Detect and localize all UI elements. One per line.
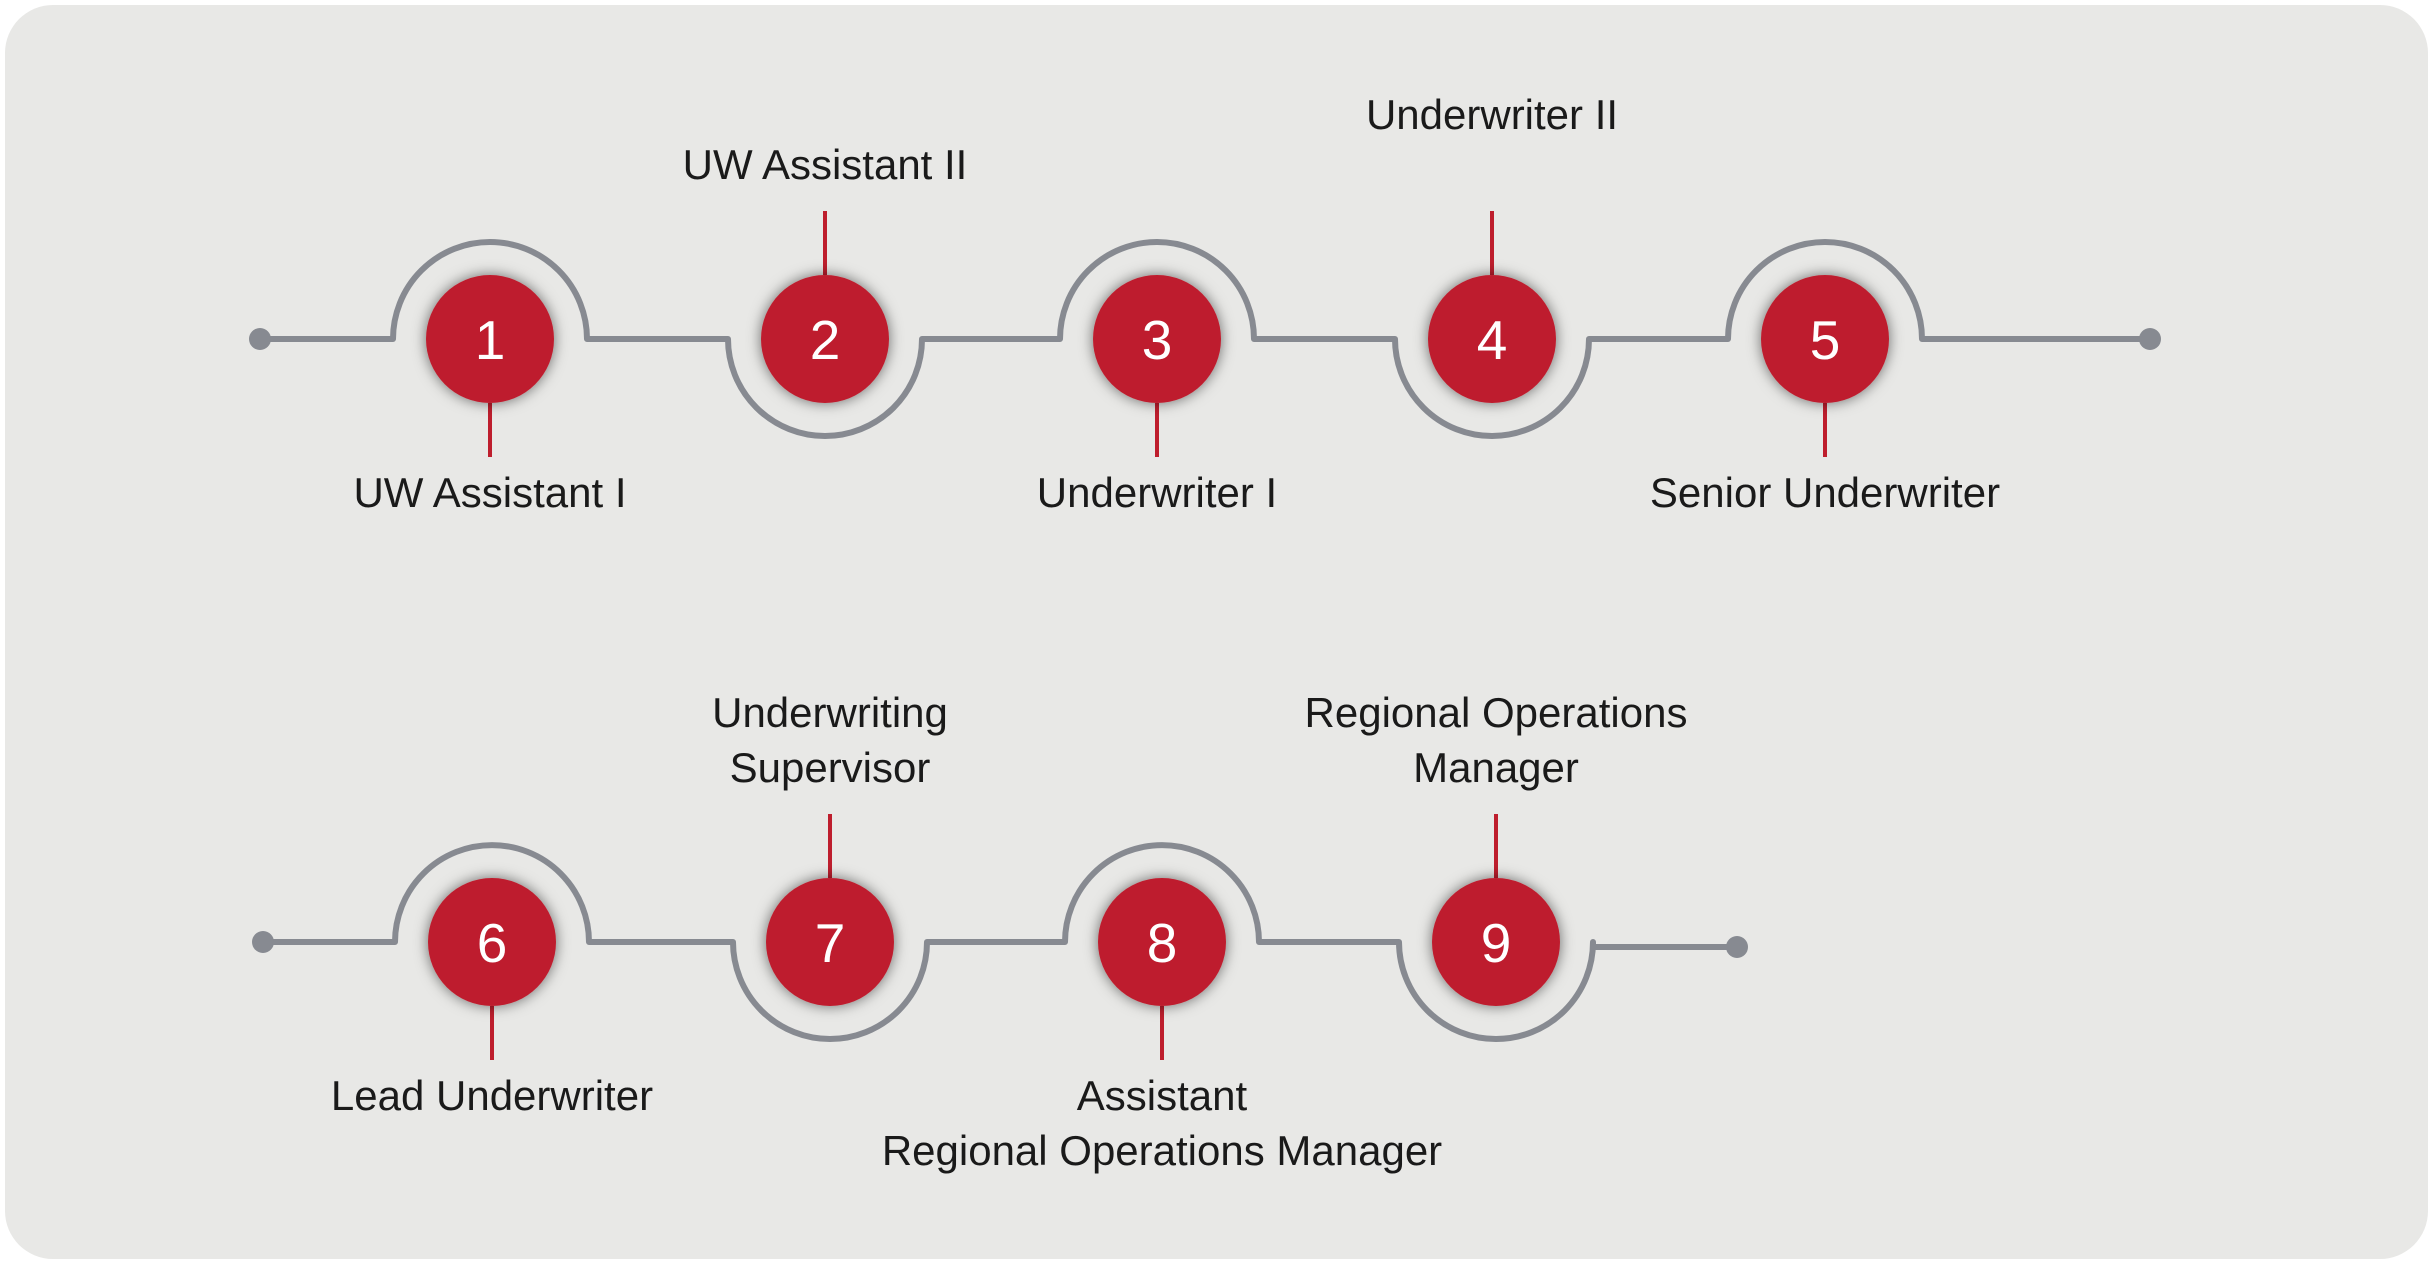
step-1: 1 UW Assistant I — [353, 275, 627, 516]
step-label: Manager — [1413, 744, 1579, 791]
step-circle — [1098, 878, 1226, 1006]
step-2: 2 UW Assistant II — [683, 141, 968, 403]
step-circle — [761, 275, 889, 403]
track-line — [263, 842, 1737, 1042]
step-number: 8 — [1147, 912, 1178, 974]
step-circle — [428, 878, 556, 1006]
step-number: 1 — [475, 309, 506, 371]
step-label: Lead Underwriter — [331, 1072, 653, 1119]
step-circle — [1093, 275, 1221, 403]
step-4: 4 Underwriter II — [1366, 91, 1618, 403]
track-end-dot — [2139, 328, 2161, 350]
track-start-dot — [249, 328, 271, 350]
step-circle — [1432, 878, 1560, 1006]
step-circle — [1761, 275, 1889, 403]
step-circle — [766, 878, 894, 1006]
step-number: 2 — [810, 309, 841, 371]
background-panel — [5, 5, 2428, 1259]
step-label: Regional Operations Manager — [882, 1127, 1442, 1174]
step-label: UW Assistant I — [353, 469, 626, 516]
step-label: Assistant — [1077, 1072, 1248, 1119]
track-line — [260, 239, 2150, 439]
step-circle — [1428, 275, 1556, 403]
step-label: Underwriter II — [1366, 91, 1618, 138]
step-number: 6 — [477, 912, 508, 974]
step-number: 3 — [1142, 309, 1173, 371]
step-label: UW Assistant II — [683, 141, 968, 188]
step-label: Underwriter I — [1037, 469, 1277, 516]
step-number: 5 — [1810, 309, 1841, 371]
step-number: 9 — [1481, 912, 1512, 974]
track-start-dot — [252, 931, 274, 953]
track-end-dot — [1726, 936, 1748, 958]
step-label: Senior Underwriter — [1650, 469, 2000, 516]
step-label: Supervisor — [730, 744, 931, 791]
step-label: Regional Operations — [1305, 689, 1688, 736]
step-label: Underwriting — [712, 689, 948, 736]
step-circle — [426, 275, 554, 403]
step-number: 4 — [1477, 309, 1508, 371]
step-number: 7 — [815, 912, 846, 974]
